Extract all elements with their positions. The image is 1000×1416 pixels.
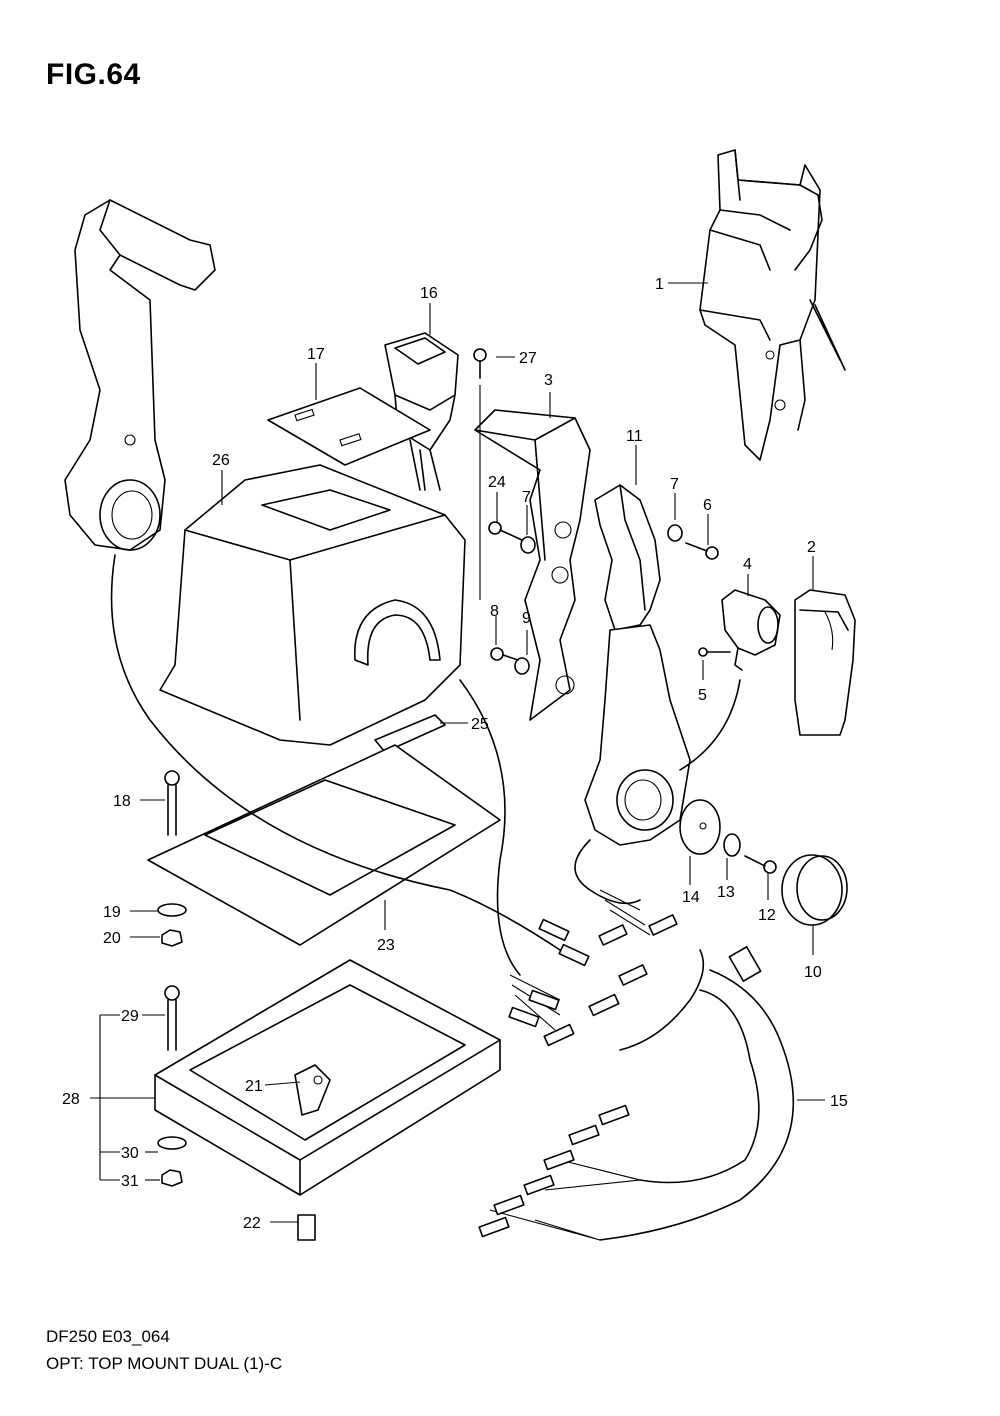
- callout-2: 2: [807, 539, 816, 556]
- figure-code: DF250 E03_064: [46, 1327, 170, 1346]
- part-15-wire-harness: [110, 554, 795, 1241]
- part-6-screw: [685, 542, 719, 560]
- callout-25: 25: [471, 716, 489, 733]
- left-lever: [64, 199, 216, 551]
- part-3-bracket: [474, 409, 591, 721]
- callout-12: 12: [758, 907, 776, 924]
- part-4-switch: [721, 589, 781, 671]
- callout-17: 17: [307, 346, 325, 363]
- part-10-cap: [781, 854, 848, 926]
- callout-7b: 7: [522, 489, 531, 506]
- callout-6: 6: [703, 497, 712, 514]
- callout-8: 8: [490, 603, 499, 620]
- leader-lines: [90, 282, 825, 1223]
- callout-30: 30: [121, 1145, 139, 1162]
- part-27-screw: [473, 348, 487, 379]
- callout-13: 13: [717, 884, 735, 901]
- part-23-gasket: [147, 744, 501, 946]
- callout-31: 31: [121, 1173, 139, 1190]
- callout-11: 11: [626, 428, 643, 445]
- callout-16: 16: [420, 285, 438, 302]
- part-11-arm-bracket: [594, 484, 661, 631]
- part-5-screw: [698, 647, 731, 657]
- part-1-control-assembly: [699, 149, 846, 461]
- part-18-screw: [164, 770, 180, 836]
- right-lever-arm: [584, 624, 691, 846]
- callout-29: 29: [121, 1008, 139, 1025]
- callout-26: 26: [212, 452, 230, 469]
- figure-title: FIG.64: [46, 58, 141, 91]
- part-8-9-bolt-washer: [490, 647, 530, 675]
- part-16-switch: [384, 332, 459, 491]
- callout-22: 22: [243, 1215, 261, 1232]
- part-22-clip: [297, 1214, 316, 1241]
- part-29-screw: [164, 985, 180, 1051]
- figure-description: OPT: TOP MOUNT DUAL (1)-C: [46, 1354, 283, 1373]
- callout-5: 5: [698, 687, 707, 704]
- part-2-cover: [794, 589, 856, 736]
- part-19-washer: [157, 903, 187, 917]
- callout-labels: 1 2 3 4 5 6 7 7 8 9 10 11 12 13 14 15 16…: [62, 276, 848, 1232]
- part-14-plate: [679, 799, 721, 855]
- connectors-middle: [508, 974, 620, 1047]
- callout-23: 23: [377, 937, 395, 954]
- part-31-nut: [161, 1169, 183, 1187]
- callout-28: 28: [62, 1091, 80, 1108]
- callout-1: 1: [655, 276, 664, 293]
- part-30-washer: [157, 1136, 187, 1150]
- connectors-upper: [538, 889, 678, 986]
- connectors-lower: [478, 1104, 641, 1241]
- part-25-pad: [374, 714, 446, 753]
- callout-18: 18: [113, 793, 131, 810]
- callout-21: 21: [245, 1078, 263, 1095]
- callout-3: 3: [544, 372, 553, 389]
- part-20-nut: [161, 929, 183, 947]
- part-13-washer: [723, 833, 741, 857]
- part-12-screw: [744, 855, 777, 874]
- callout-24: 24: [488, 474, 506, 491]
- callout-14: 14: [682, 889, 700, 906]
- part-26-cover-box: [159, 464, 466, 746]
- callout-20: 20: [103, 930, 121, 947]
- callout-27: 27: [519, 350, 537, 367]
- callout-7a: 7: [670, 476, 679, 493]
- callout-15: 15: [830, 1093, 848, 1110]
- part-7-washers: [520, 524, 683, 554]
- callout-10: 10: [804, 964, 822, 981]
- callout-9: 9: [522, 610, 531, 627]
- callout-4: 4: [743, 556, 752, 573]
- part-17-plate: [267, 387, 431, 466]
- callout-19: 19: [103, 904, 121, 921]
- part-21-clip: [294, 1064, 331, 1116]
- part-24-bolt: [488, 521, 523, 541]
